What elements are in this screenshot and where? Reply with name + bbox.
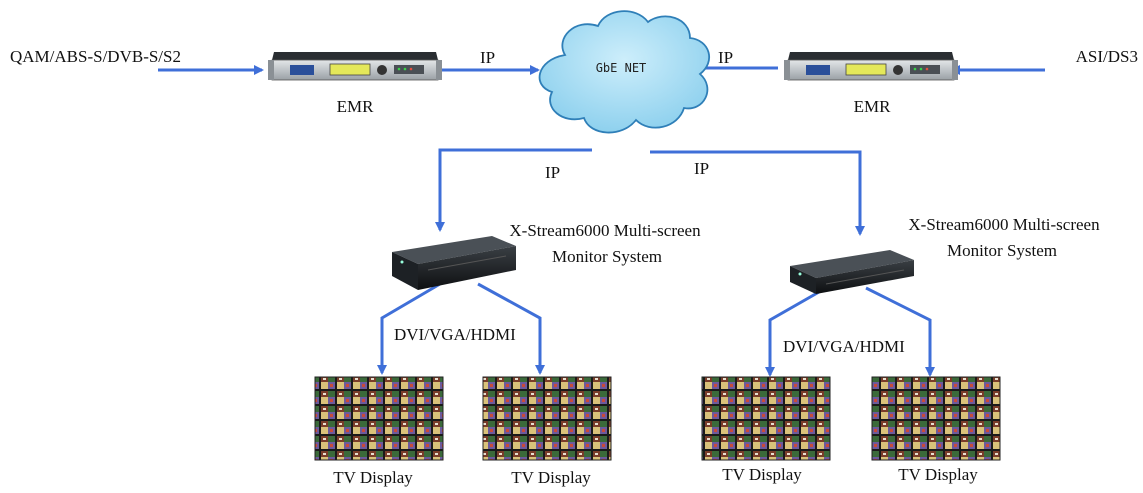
- emr-left-device: [268, 52, 442, 81]
- monitor-right-to-display-4-arrow: [865, 286, 935, 377]
- input-right-label: ASI/DS3: [1076, 47, 1138, 66]
- monitor-right-title: X-Stream6000 Multi-screen: [908, 215, 1100, 234]
- ip-left-out-label: IP: [545, 163, 560, 182]
- cloud-label: GbE NET: [596, 61, 647, 75]
- monitor-right-subtitle: Monitor System: [947, 241, 1057, 260]
- monitor-right-output-label: DVI/VGA/HDMI: [783, 337, 905, 356]
- tv-display-3: TV Display: [701, 376, 831, 484]
- monitor-left-output-label: DVI/VGA/HDMI: [394, 325, 516, 344]
- tv-display-3-label: TV Display: [722, 465, 802, 484]
- tv-display-4: TV Display: [871, 376, 1001, 484]
- emr-left-label: EMR: [337, 97, 375, 116]
- monitor-left-title: X-Stream6000 Multi-screen: [509, 221, 701, 240]
- tv-display-1-label: TV Display: [333, 468, 413, 487]
- tv-display-1: TV Display: [314, 376, 444, 487]
- tv-display-4-label: TV Display: [898, 465, 978, 484]
- server-chassis-icon: [392, 236, 516, 290]
- cloud-to-monitor-right-arrow: [650, 150, 865, 236]
- cloud-to-monitor-left-arrow: [435, 148, 592, 232]
- tv-display-2: TV Display: [482, 376, 612, 487]
- video-mosaic-icon: [314, 376, 444, 461]
- video-mosaic-icon: [701, 376, 831, 461]
- monitor-right-to-display-3-arrow: [765, 286, 827, 377]
- video-mosaic-icon: [871, 376, 1001, 461]
- monitor-left-subtitle: Monitor System: [552, 247, 662, 266]
- video-mosaic-icon: [482, 376, 612, 461]
- gbe-network-cloud: GbE NET: [538, 10, 711, 134]
- emr-right-label: EMR: [854, 97, 892, 116]
- monitor-system-left: X-Stream6000 Multi-screen Monitor System…: [392, 221, 701, 344]
- ip-right-in-label: IP: [718, 48, 733, 67]
- emr-right-device: [784, 52, 958, 81]
- ip-left-in-label: IP: [480, 48, 495, 67]
- server-chassis-icon: [790, 250, 914, 294]
- connection-arrows: [158, 63, 1045, 377]
- cloud-icon: [538, 10, 711, 134]
- monitor-left-to-display-1-arrow: [377, 282, 441, 375]
- tv-display-2-label: TV Display: [511, 468, 591, 487]
- monitor-system-right: X-Stream6000 Multi-screen Monitor System…: [783, 215, 1100, 356]
- ip-right-out-label: IP: [694, 159, 709, 178]
- monitor-left-to-display-2-arrow: [477, 282, 545, 375]
- input-left-label: QAM/ABS-S/DVB-S/S2: [10, 47, 181, 66]
